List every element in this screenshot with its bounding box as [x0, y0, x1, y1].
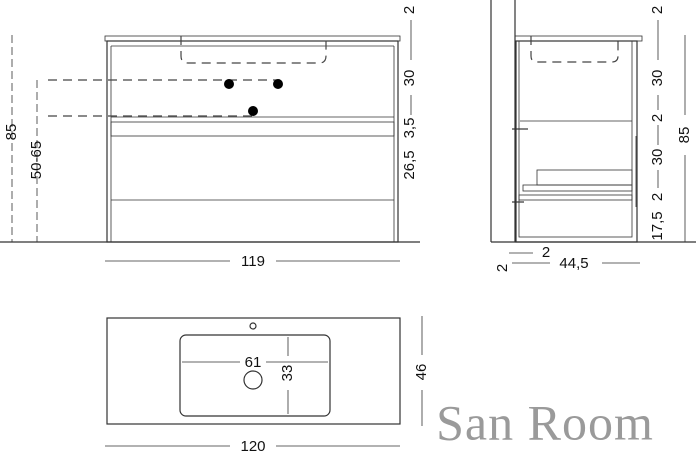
top-view: 61 33 46 120: [105, 316, 430, 455]
dim-label: 2: [649, 6, 666, 14]
pipe-height-label: 50-65: [28, 141, 45, 179]
basin-outline-hidden: [180, 36, 327, 64]
dim-label: 2: [649, 114, 666, 122]
dim-label: 30: [401, 70, 418, 87]
gap-label: 2: [494, 264, 511, 272]
countertop-top: [106, 317, 401, 425]
top-depth-label: 46: [413, 364, 430, 381]
dim-label: 30: [649, 149, 666, 166]
dim-label: 2: [649, 193, 666, 201]
drawer-handle-rail: [110, 121, 395, 137]
countertop: [104, 35, 401, 42]
water-inlet-right: [273, 79, 283, 89]
drain-outlet: [248, 106, 258, 116]
side-depth-label: 44,5: [559, 255, 588, 272]
basin-depth-label: 33: [279, 365, 296, 382]
tap-hole: [249, 322, 257, 330]
side-view: 85 2 30 2 30 2 17,5 2 2 44,5: [494, 6, 693, 272]
dim-label: 17,5: [649, 211, 666, 240]
dim-label: 26,5: [401, 150, 418, 179]
side-basin-hidden: [530, 36, 619, 63]
watermark: San Room: [436, 394, 654, 450]
dim-label: 30: [649, 70, 666, 87]
dim-label: 3,5: [401, 118, 418, 139]
basin-width-label: 61: [245, 354, 262, 371]
dim-label: 2: [401, 6, 418, 14]
front-view: 85 50-65 119 2 30 3,5 26,5: [3, 6, 418, 270]
side-height-label: 85: [676, 127, 693, 144]
basin-top: [179, 334, 331, 417]
top-width-label: 120: [240, 438, 265, 455]
water-inlet-left: [224, 79, 234, 89]
cabinet-frame: [106, 40, 399, 243]
front-height-label: 85: [3, 124, 20, 141]
side-countertop: [514, 35, 643, 42]
drain-hole: [243, 370, 263, 390]
side-cabinet: [515, 40, 638, 243]
front-width-label: 119: [241, 253, 265, 270]
gap-label: 2: [542, 244, 550, 261]
